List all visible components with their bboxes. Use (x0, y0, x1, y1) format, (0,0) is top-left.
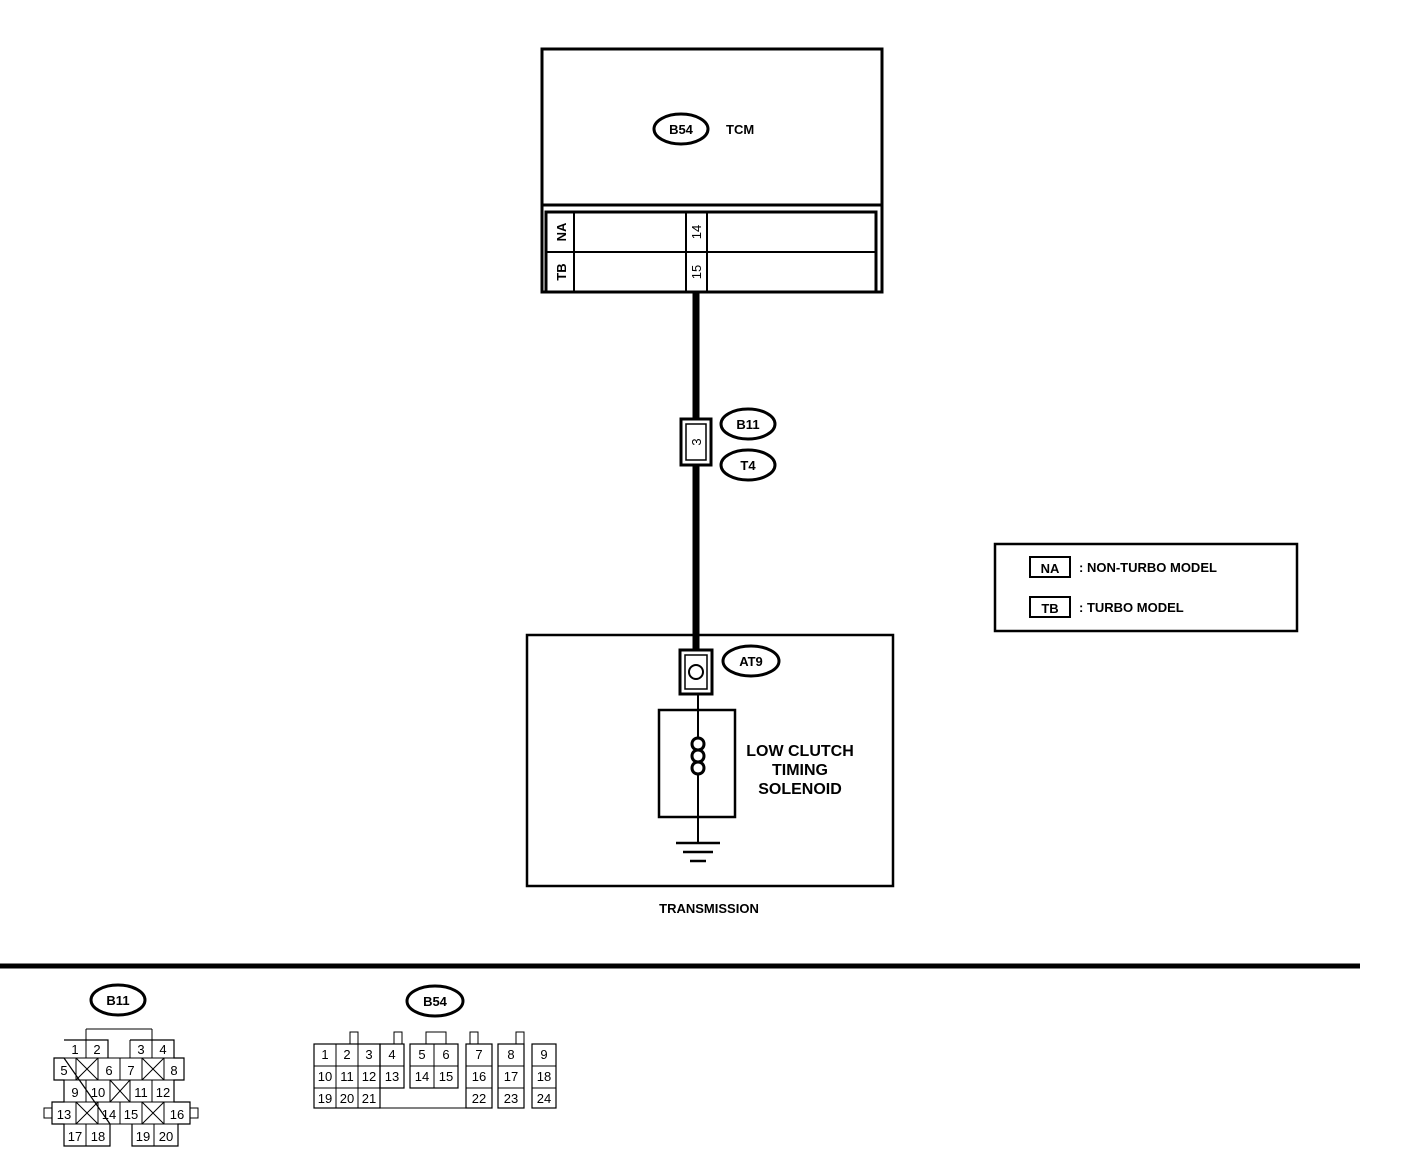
tcm-name: TCM (726, 122, 754, 137)
b11-pin: 1 (71, 1042, 78, 1057)
transmission-label: TRANSMISSION (659, 901, 759, 916)
legend-code-na: NA (1041, 561, 1060, 576)
b54-pin: 3 (365, 1047, 372, 1062)
solenoid-coil-icon (690, 736, 706, 776)
b11-pin: 16 (170, 1107, 184, 1122)
t4-connector-badge (719, 448, 777, 482)
b54-pin: 15 (439, 1069, 453, 1084)
t4-connector-label: T4 (740, 458, 756, 473)
b54-pin: 22 (472, 1091, 486, 1106)
b11-pin: 10 (91, 1085, 105, 1100)
b11-pin: 4 (159, 1042, 166, 1057)
b54-pin: 14 (415, 1069, 429, 1084)
b11-pin: 13 (57, 1107, 71, 1122)
at9-connector-label: AT9 (739, 654, 763, 669)
b54-pin: 21 (362, 1091, 376, 1106)
b54-pin: 24 (537, 1091, 551, 1106)
b54-pin: 8 (507, 1047, 514, 1062)
b11-view-label: B11 (106, 993, 129, 1008)
model-legend: NA : NON-TURBO MODEL TB : TURBO MODEL (993, 542, 1299, 633)
tcm-row-model-tb: TB (554, 263, 569, 280)
solenoid-label-line-1: LOW CLUTCH (746, 743, 854, 760)
b11-pin: 11 (134, 1085, 148, 1100)
b54-pin: 11 (340, 1069, 354, 1084)
b54-pin: 20 (340, 1091, 354, 1106)
joint-connector: 3 B11 T4 (679, 407, 777, 482)
b54-pin: 17 (504, 1069, 518, 1084)
b11-connector-label: B11 (736, 417, 759, 432)
b11-pin: 8 (170, 1063, 177, 1078)
b11-pin: 3 (137, 1042, 144, 1057)
b54-pin: 4 (388, 1047, 395, 1062)
b54-pin: 1 (321, 1047, 328, 1062)
b11-pin: 9 (71, 1085, 78, 1100)
b54-pin: 6 (442, 1047, 449, 1062)
b11-pin: 5 (60, 1063, 67, 1078)
solenoid-label-line-3: SOLENOID (758, 781, 842, 798)
b11-pin: 20 (159, 1129, 173, 1144)
b11-pin: 2 (93, 1042, 100, 1057)
b11-pin: 14 (102, 1107, 116, 1122)
b11-connector-badge (719, 407, 777, 441)
tcm-connector-badge (652, 112, 710, 146)
b11-pin: 18 (91, 1129, 105, 1144)
b54-pin: 12 (362, 1069, 376, 1084)
b11-pin: 17 (68, 1129, 82, 1144)
legend-text-na: : NON-TURBO MODEL (1079, 560, 1217, 575)
tcm-unit: B54 TCM NA TB 14 15 (540, 47, 884, 294)
b54-connector-view: B54 1 2 3 4 5 6 7 8 9 10 11 12 13 14 15 … (313, 984, 557, 1109)
b54-view-label: B54 (423, 994, 448, 1009)
b54-pin: 18 (537, 1069, 551, 1084)
b11-pin: 6 (105, 1063, 112, 1078)
b11-pin: 19 (136, 1129, 150, 1144)
solenoid-label-line-2: TIMING (772, 762, 828, 779)
tcm-pin-14: 14 (689, 225, 704, 239)
b54-pin: 16 (472, 1069, 486, 1084)
at9-connector-badge (721, 644, 781, 678)
b54-pin: 19 (318, 1091, 332, 1106)
legend-code-tb: TB (1041, 601, 1058, 616)
transmission-unit: AT9 LOW CLUTCH TIMING SOLENOID (525, 633, 895, 888)
b11-pin: 12 (156, 1085, 170, 1100)
b54-pin: 10 (318, 1069, 332, 1084)
tcm-pin-15: 15 (689, 265, 704, 279)
legend-text-tb: : TURBO MODEL (1079, 600, 1184, 615)
tcm-connector-label: B54 (669, 122, 694, 137)
tcm-row-model-na: NA (554, 222, 569, 241)
b11-pin: 7 (127, 1063, 134, 1078)
b54-pin: 13 (385, 1069, 399, 1084)
b11-pin: 15 (124, 1107, 138, 1122)
b54-pin: 5 (418, 1047, 425, 1062)
b54-pin: 2 (343, 1047, 350, 1062)
joint-connector-pin: 3 (689, 438, 704, 445)
b11-connector-view: B11 1 2 3 4 5 6 7 8 9 10 11 12 13 14 15 … (43, 983, 199, 1147)
b54-pin: 23 (504, 1091, 518, 1106)
b54-pin: 9 (540, 1047, 547, 1062)
b54-pin: 7 (475, 1047, 482, 1062)
